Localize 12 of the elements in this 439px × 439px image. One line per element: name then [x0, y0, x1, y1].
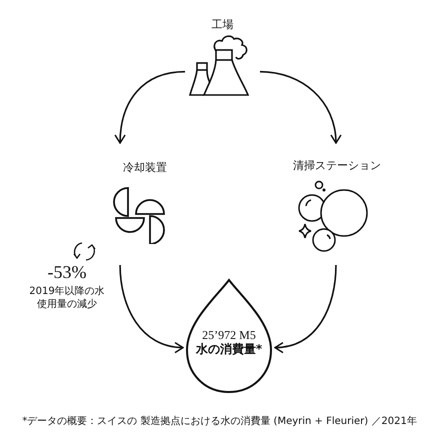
percentage-value: -53% — [48, 262, 86, 283]
node-title: 清掃ステーション — [293, 159, 381, 172]
volume-value: 25’972 M5 — [202, 328, 256, 342]
curved-arrow — [114, 70, 186, 144]
node-title: 冷却装置 — [123, 161, 167, 174]
curved-arrow — [274, 264, 337, 353]
curved-arrow — [260, 70, 342, 144]
curved-arrow — [119, 264, 184, 353]
drop-label: 水の消費量* — [196, 342, 262, 358]
node-title: 工場 — [212, 18, 234, 32]
footnote: *データの概要：スイスの 製造拠点における水の消費量 (Meyrin + Fleurier) ／2021年 — [22, 416, 417, 428]
stat-description: 2019年以降の水使用量の減少 — [29, 286, 105, 311]
